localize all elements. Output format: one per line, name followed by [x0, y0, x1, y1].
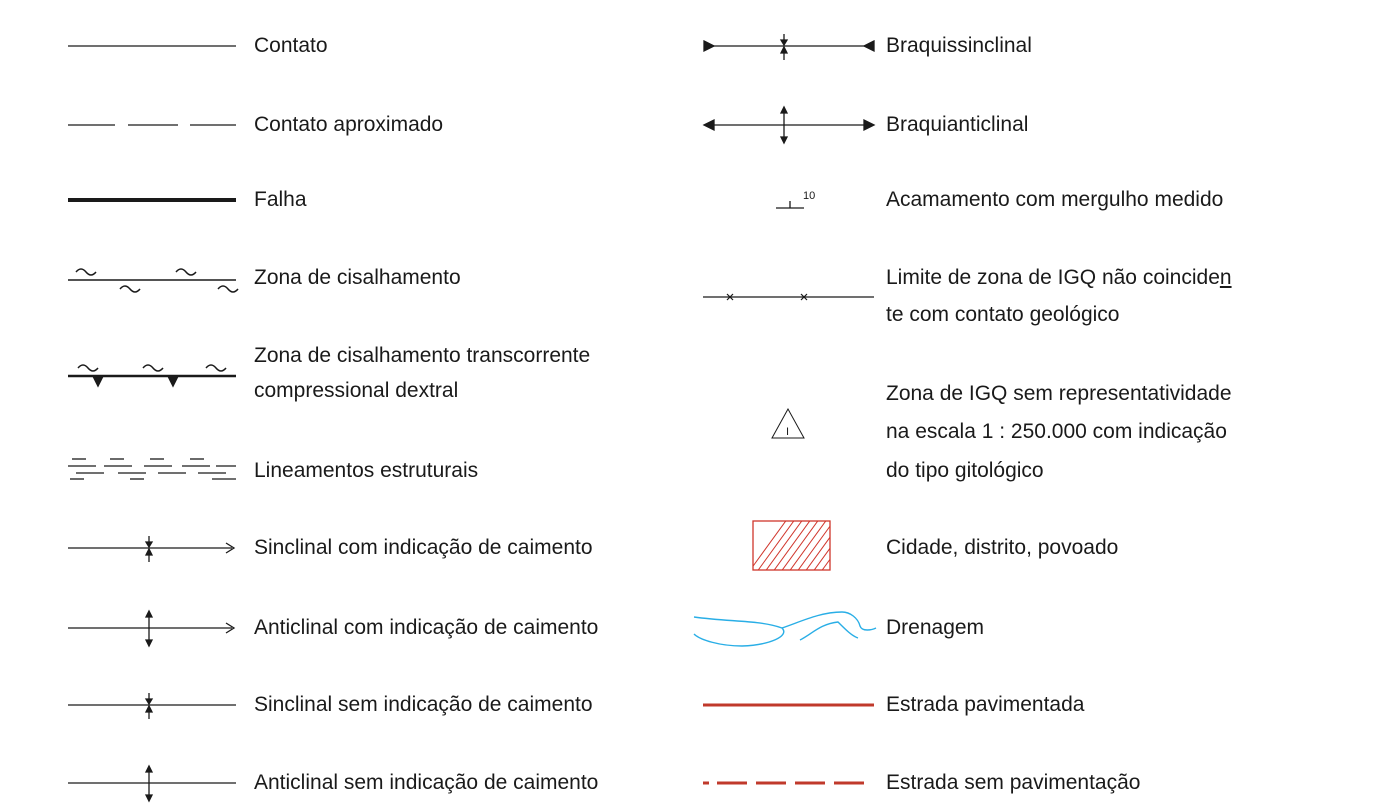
label-braquianticlinal: Braquianticlinal [886, 113, 1029, 136]
label-transcorrente-line1: Zona de cisalhamento transcorrente [254, 344, 591, 367]
structural-lineaments-icon [68, 458, 236, 480]
label-cidade: Cidade, distrito, povoado [886, 536, 1119, 559]
label-anticlinal-caimento: Anticlinal com indicação de caimento [254, 616, 599, 639]
brachyanticline-icon [702, 105, 876, 145]
label-transcorrente-line2: compressional dextral [254, 379, 459, 402]
label-sinclinal-caimento: Sinclinal com indicação de caimento [254, 536, 593, 559]
transcurrent-shear-zone-icon [68, 364, 236, 388]
label-drenagem: Drenagem [886, 616, 985, 639]
syncline-plunge-icon [68, 536, 236, 562]
label-sinclinal: Sinclinal sem indicação de caimento [254, 693, 593, 716]
limite-igq-underlined-char: n [1219, 266, 1232, 289]
city-hatch-icon [752, 520, 831, 571]
label-contato-aproximado: Contato aproximado [254, 113, 444, 136]
label-estrada-pavimentada: Estrada pavimentada [886, 693, 1085, 716]
label-zona-cisalhamento: Zona de cisalhamento [254, 266, 461, 289]
label-limite-igq-line1: Limite de zona de IGQ não coinciden [886, 262, 1232, 294]
triangle-type-text: I [786, 426, 789, 438]
label-estrada-sem-pavimentacao: Estrada sem pavimentação [886, 771, 1141, 794]
bedding-dip-icon: 10 [776, 190, 815, 209]
brachysyncline-icon [703, 34, 875, 60]
limite-igq-text: Limite de zona de IGQ não coincide [886, 266, 1220, 289]
label-igq-zone-line1: Zona de IGQ sem representatividade [886, 382, 1232, 405]
dip-value-text: 10 [803, 190, 815, 202]
anticline-icon [68, 764, 236, 803]
label-limite-igq-line2: te com contato geológico [886, 303, 1120, 326]
label-anticlinal: Anticlinal sem indicação de caimento [254, 771, 599, 794]
syncline-icon [68, 693, 236, 719]
label-acamamento: Acamamento com mergulho medido [886, 188, 1224, 211]
label-igq-zone-line2: na escala 1 : 250.000 com indicação [886, 420, 1227, 443]
label-lineamentos: Lineamentos estruturais [254, 459, 479, 482]
label-contato: Contato [254, 34, 328, 57]
anticline-plunge-icon [68, 609, 236, 648]
shear-zone-icon [68, 268, 239, 293]
drainage-icon [693, 611, 877, 647]
label-braquissinclinal: Braquissinclinal [886, 34, 1032, 57]
igq-zone-triangle-icon: I [771, 407, 805, 439]
label-falha: Falha [254, 188, 307, 211]
label-igq-zone-line3: do tipo gitológico [886, 459, 1044, 482]
igq-limit-icon [703, 293, 874, 301]
